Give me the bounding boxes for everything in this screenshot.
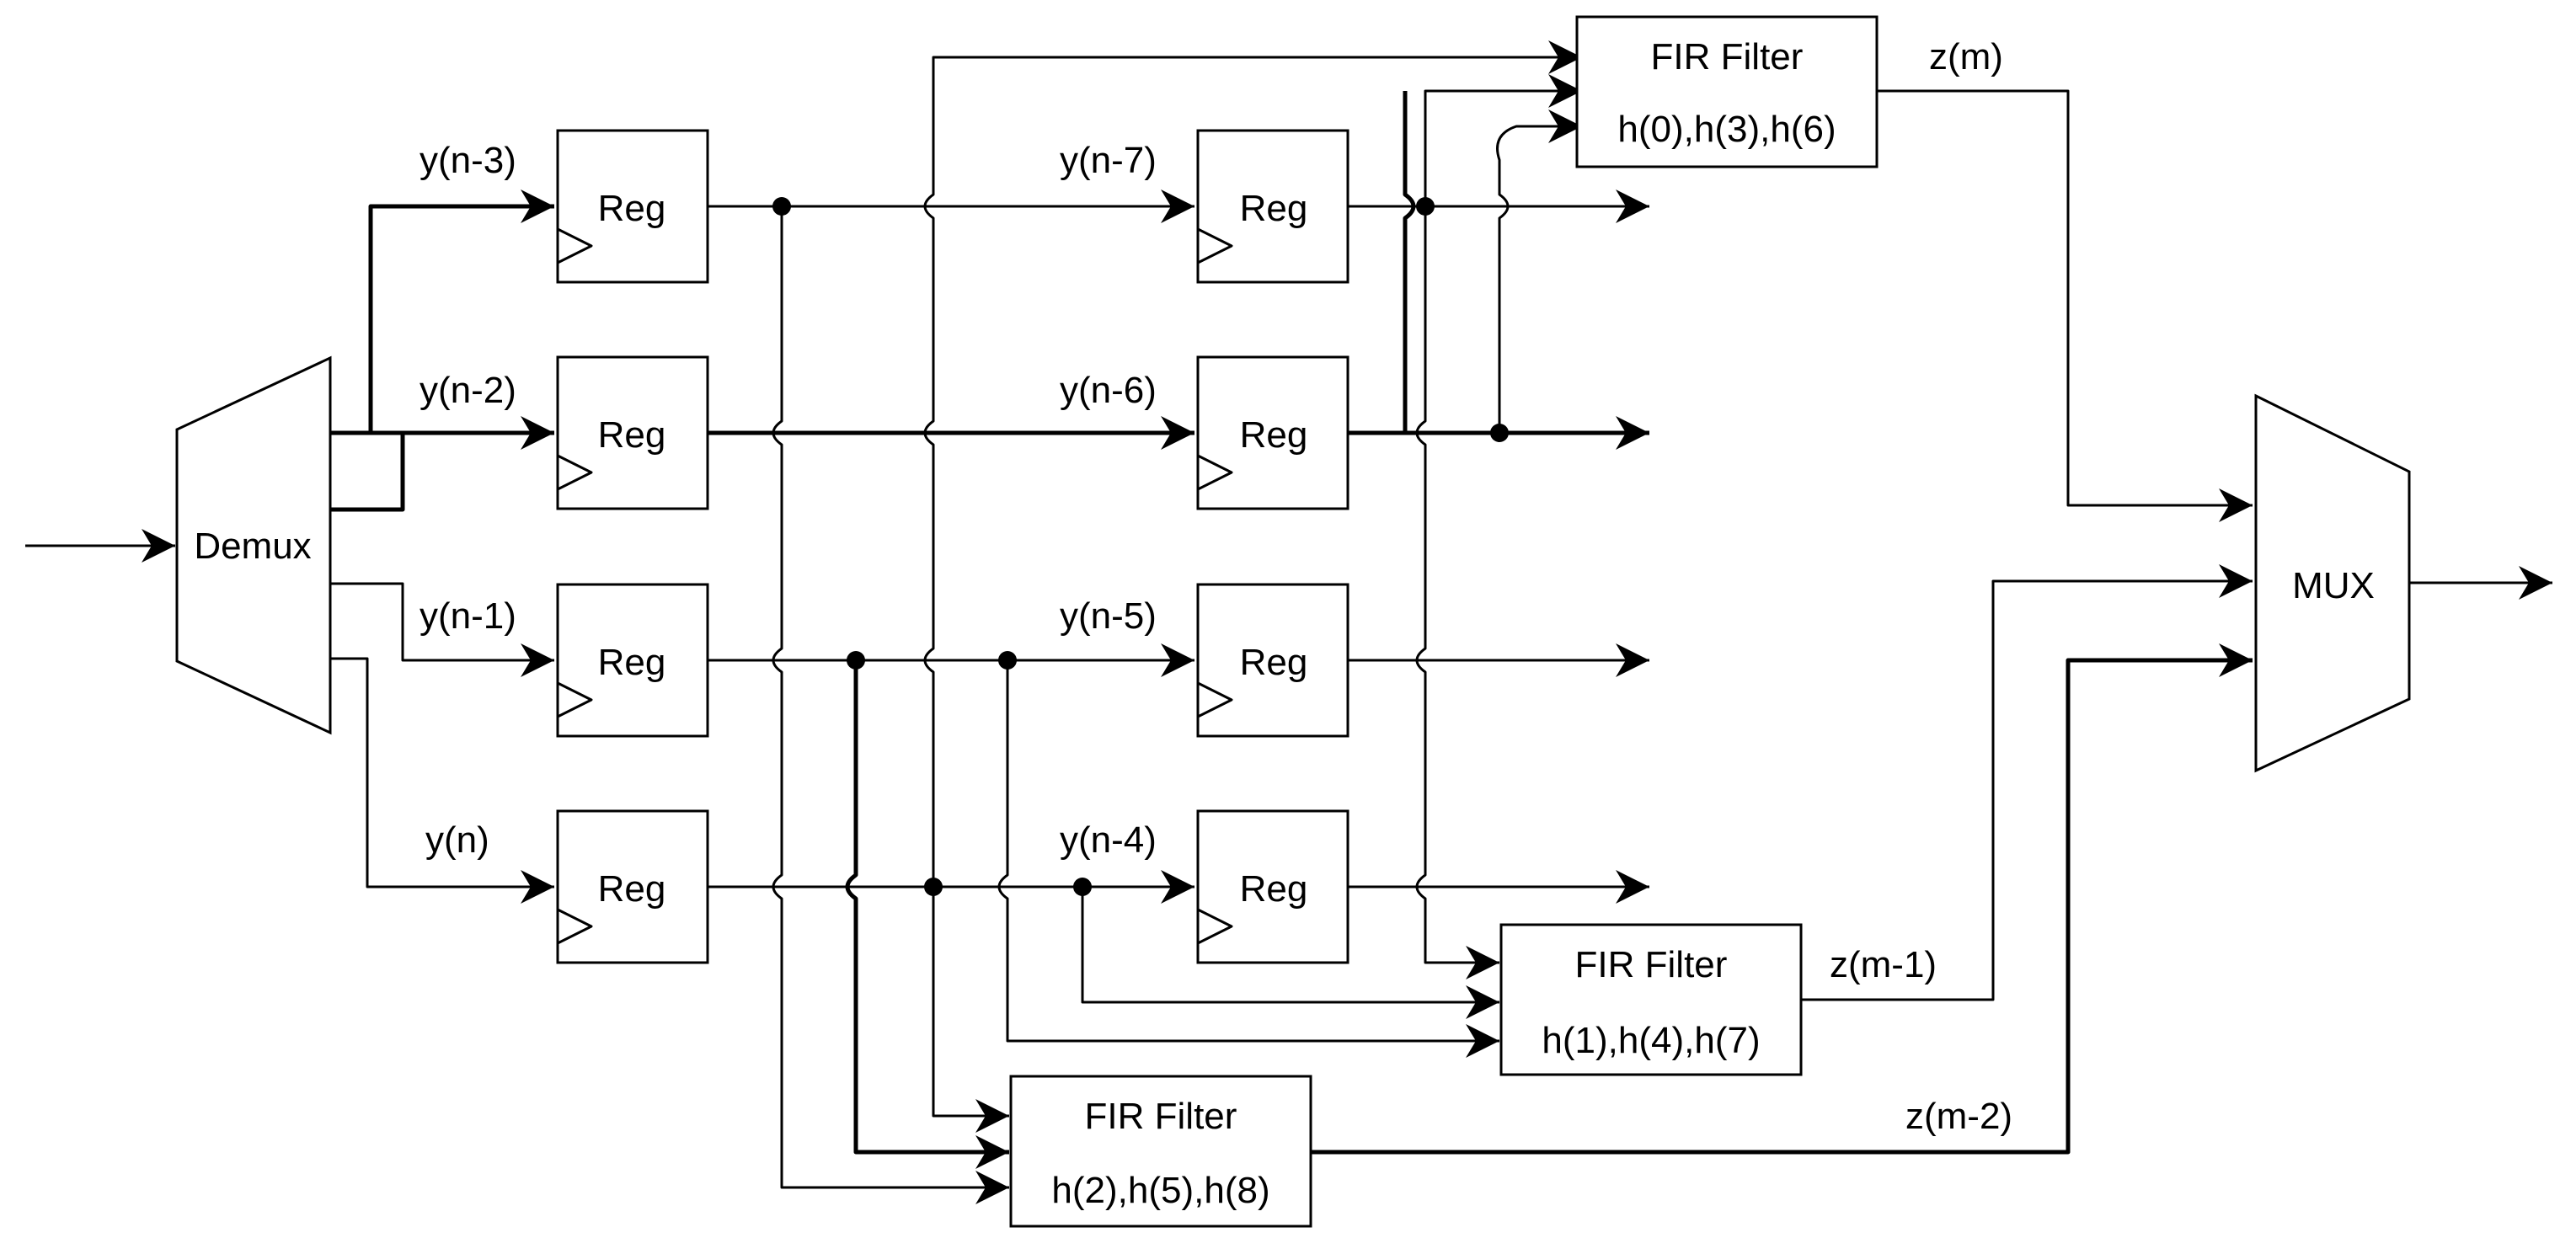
- label-y-n: y(n): [425, 819, 489, 861]
- demux-label: Demux: [194, 526, 311, 567]
- label-y-n7: y(n-7): [1060, 140, 1157, 181]
- wire-fir3-to-mux: [1311, 643, 2253, 1155]
- svg-text:Reg: Reg: [1240, 414, 1308, 456]
- wire-demux-to-reg-n1: [330, 582, 554, 677]
- reg-y-n5: Reg: [1196, 583, 1349, 738]
- wire-tap-out-n7-to-fir1: [1424, 74, 1582, 206]
- wire-tap-y-n4-to-fir2: [1081, 887, 1499, 1019]
- mux-block: [2254, 393, 2411, 773]
- label-z-m1: z(m-1): [1830, 944, 1937, 985]
- svg-text:Reg: Reg: [598, 414, 666, 456]
- wire-tap-y-n-to-fir3: [932, 887, 1009, 1133]
- label-y-n6: y(n-6): [1060, 370, 1157, 411]
- fir2-title: FIR Filter: [1575, 944, 1728, 985]
- reg-y-n1: Reg: [556, 583, 709, 738]
- wire-fir2-to-mux: [1801, 564, 2253, 1001]
- wire-tap-out-n6-to-fir1: [1496, 109, 1582, 433]
- fir2-coeffs: h(1),h(4),h(7): [1542, 1020, 1760, 1061]
- reg-y-n6: Reg: [1196, 355, 1349, 510]
- label-y-n1: y(n-1): [420, 595, 516, 637]
- label-z-m2: z(m-2): [1905, 1096, 2012, 1137]
- wire-tap-y-n1-to-fir3: [845, 660, 1009, 1169]
- wire-tap-out-n6-bypass: [1403, 91, 1416, 433]
- wire-demux-to-reg-n: [330, 657, 554, 904]
- wire-tap-y-n5-to-fir2: [997, 660, 1499, 1058]
- label-y-n3: y(n-3): [420, 140, 516, 181]
- reg-y-n: Reg: [556, 809, 709, 964]
- label-y-n2: y(n-2): [420, 370, 516, 411]
- wire-tap-y-n-to-fir1: [923, 40, 1582, 887]
- reg-y-n3: Reg: [556, 129, 709, 284]
- svg-text:Reg: Reg: [1240, 868, 1308, 910]
- fir1-title: FIR Filter: [1651, 36, 1804, 77]
- fir3-coeffs: h(2),h(5),h(8): [1051, 1170, 1269, 1211]
- fir3-title: FIR Filter: [1085, 1096, 1237, 1137]
- svg-text:Reg: Reg: [1240, 642, 1308, 683]
- wire-tap-y-n3-to-fir3: [772, 206, 1009, 1204]
- reg-y-n7: Reg: [1196, 129, 1349, 284]
- reg-y-n4: Reg: [1196, 809, 1349, 964]
- reg-y-n2: Reg: [556, 355, 709, 510]
- wire-demux-to-reg-n2: [330, 416, 554, 512]
- label-y-n4: y(n-4): [1060, 819, 1157, 861]
- demux-block: [175, 355, 332, 735]
- fir-filter-1: FIR Filter h(0),h(3),h(6): [1575, 15, 1879, 168]
- svg-text:Reg: Reg: [598, 642, 666, 683]
- mux-label: MUX: [2292, 565, 2375, 606]
- label-z-m: z(m): [1929, 36, 2003, 77]
- svg-text:Reg: Reg: [598, 868, 666, 910]
- svg-text:Reg: Reg: [598, 188, 666, 229]
- label-y-n5: y(n-5): [1060, 595, 1157, 637]
- wire-tap-out-n7-to-fir2: [1415, 206, 1499, 979]
- fir-filter-3: FIR Filter h(2),h(5),h(8): [1009, 1075, 1312, 1228]
- svg-text:Reg: Reg: [1240, 188, 1308, 229]
- fir-filter-2: FIR Filter h(1),h(4),h(7): [1499, 923, 1803, 1076]
- fir1-coeffs: h(0),h(3),h(6): [1617, 109, 1836, 150]
- wire-fir1-to-mux: [1877, 89, 2253, 522]
